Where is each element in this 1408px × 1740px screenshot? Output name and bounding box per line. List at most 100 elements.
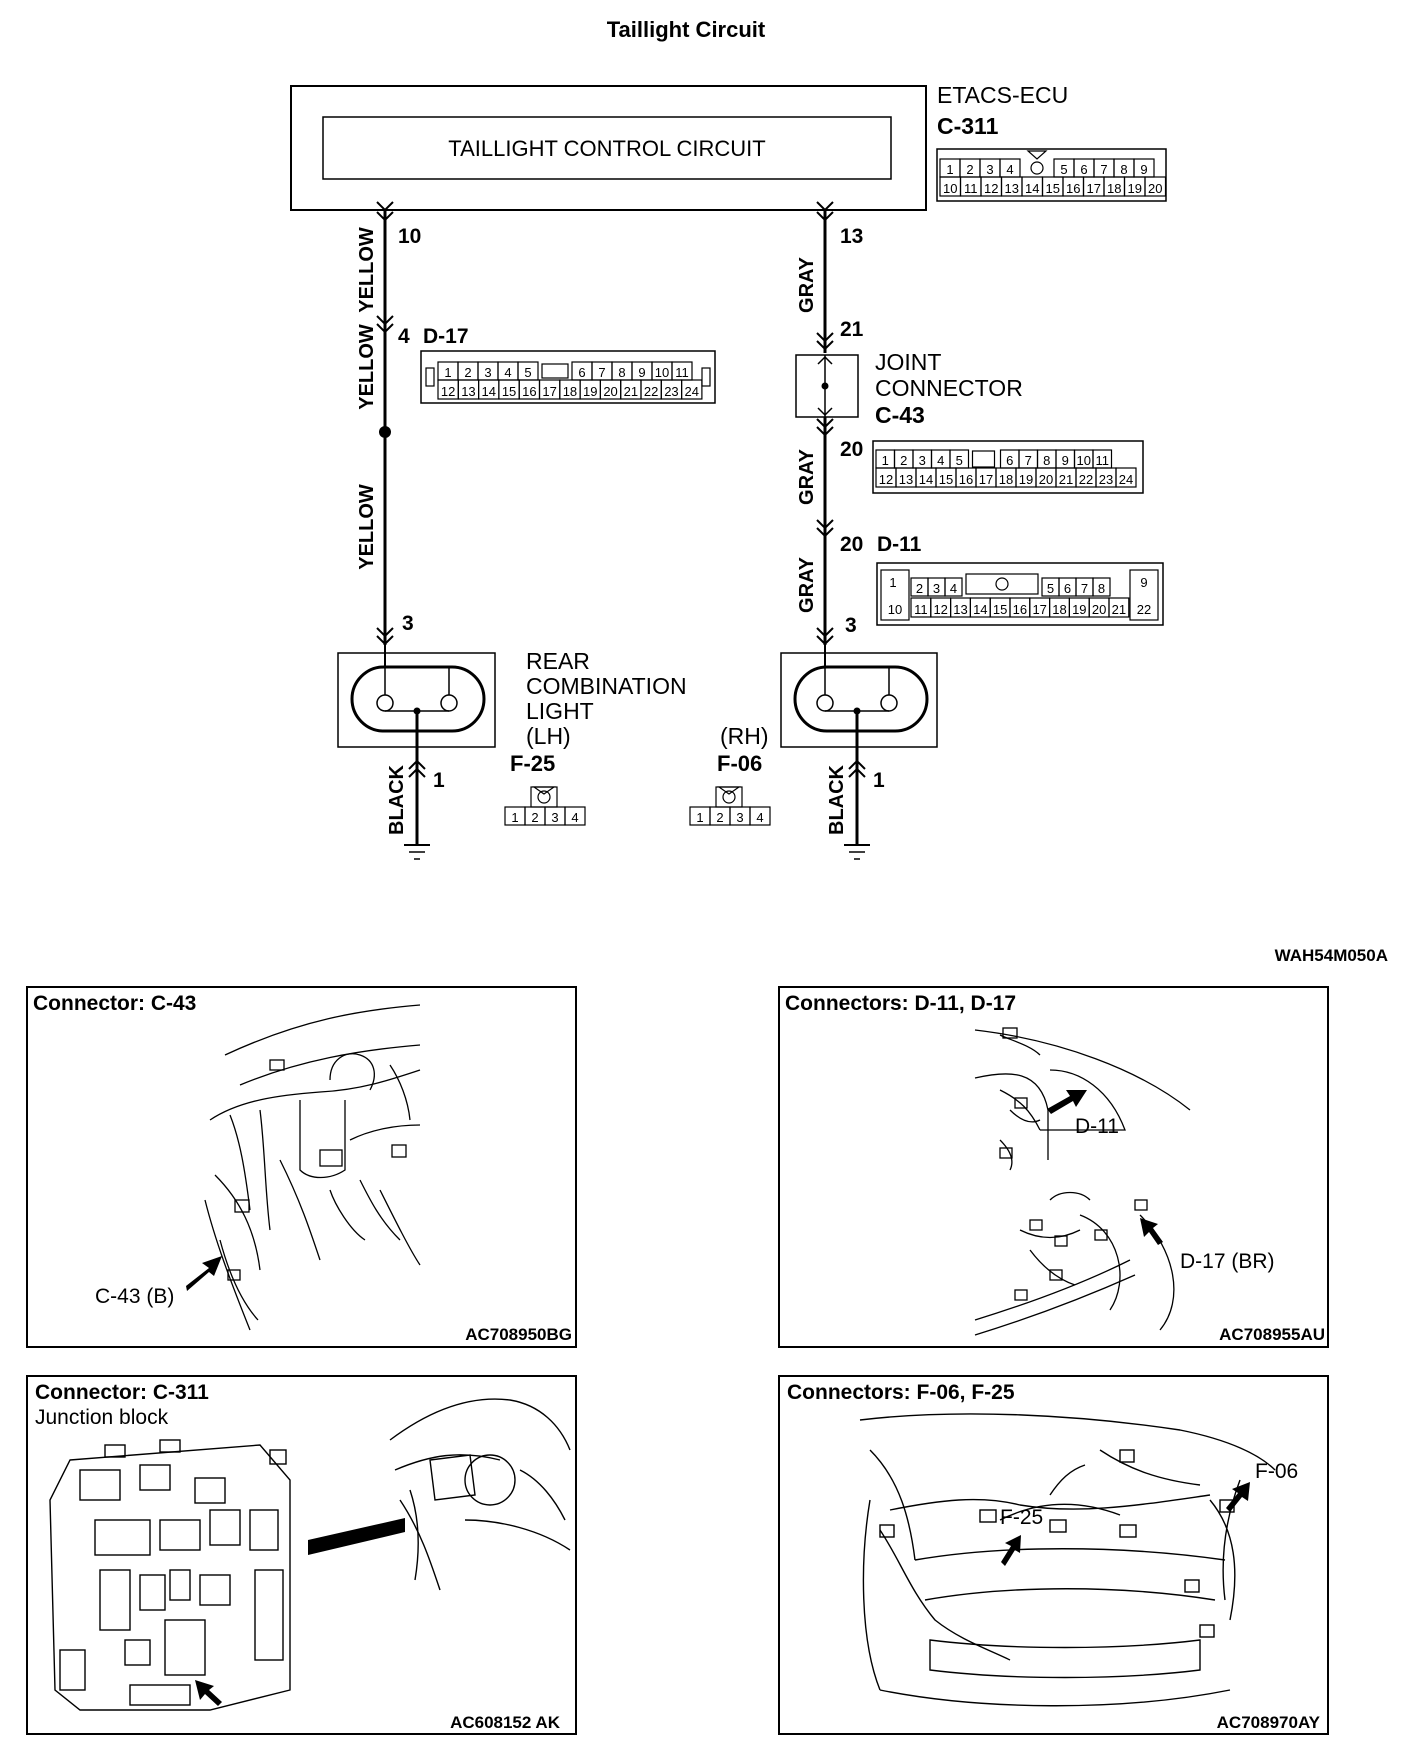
d11-name: D-11 — [877, 533, 922, 556]
pin-number: 12 — [879, 472, 893, 487]
pin-number: 4 — [504, 365, 511, 380]
pin-number: 5 — [524, 365, 531, 380]
panel-f06-title: Connectors: F-06, F-25 — [787, 1381, 1015, 1404]
pin-number: 10 — [943, 181, 957, 196]
pin-number: 1 — [882, 453, 889, 468]
pin-number: 8 — [1098, 581, 1105, 596]
junction-block-illustration — [49, 1398, 571, 1711]
pin-lamp-lh-in: 3 — [402, 612, 414, 635]
panel-d11-code: AC708955AU — [1219, 1325, 1325, 1344]
pin-number: 3 — [551, 810, 558, 825]
pin-number: 1 — [444, 365, 451, 380]
f25-callout: F-25 — [1000, 1506, 1043, 1529]
pin-number: 7 — [1025, 453, 1032, 468]
joint-connector-box — [795, 354, 859, 418]
joint-label-2: CONNECTOR — [875, 375, 1023, 401]
pin-number: 6 — [1006, 453, 1013, 468]
pin-number: 14 — [482, 384, 496, 399]
f25-name: F-25 — [510, 751, 555, 776]
pin-number: 20 — [1039, 472, 1053, 487]
pin-number: 8 — [1043, 453, 1050, 468]
pin-number: 4 — [756, 810, 763, 825]
pin-number: 20 — [1148, 181, 1162, 196]
pin-number: 1 — [511, 810, 518, 825]
lamp-rh — [780, 645, 938, 860]
pin-number: 2 — [531, 810, 538, 825]
pin-number: 14 — [973, 602, 987, 617]
pin-number: 13 — [1005, 181, 1019, 196]
pin-number: 10 — [1077, 453, 1091, 468]
pin-joint-in: 21 — [840, 318, 864, 341]
left-wire-color-2: YELLOW — [356, 324, 378, 410]
d17-name: D-17 — [423, 325, 469, 348]
pin-d11: 20 — [840, 533, 863, 556]
pin-number: 24 — [1119, 472, 1133, 487]
svg-text:22: 22 — [1137, 602, 1151, 617]
pin-cell — [564, 806, 586, 826]
pin-number: 20 — [603, 384, 617, 399]
pin-number: 19 — [1072, 602, 1086, 617]
pin-lamp-rh-in: 3 — [845, 614, 857, 637]
lamp-label-2: COMBINATION — [526, 673, 687, 699]
pin-number: 15 — [939, 472, 953, 487]
pin-number: 9 — [1062, 453, 1069, 468]
panel-c311: Connector: C-311 Junction block — [26, 1375, 577, 1735]
pin-number: 7 — [598, 365, 605, 380]
pin-number: 5 — [1060, 162, 1067, 177]
pin-number: 13 — [899, 472, 913, 487]
lamp-label-1: REAR — [526, 648, 590, 674]
pin-number: 19 — [1019, 472, 1033, 487]
pin-number: 21 — [624, 384, 638, 399]
dashboard-illustration — [204, 1004, 421, 1331]
pin-number: 6 — [1064, 581, 1071, 596]
pin-number: 5 — [956, 453, 963, 468]
left-wire — [376, 201, 394, 646]
etacs-ecu: TAILLIGHT CONTROL CIRCUIT — [290, 85, 927, 211]
panel-c43-code: AC708950BG — [465, 1325, 572, 1344]
pin-number: 16 — [1013, 602, 1027, 617]
pin-number: 14 — [919, 472, 933, 487]
right-wire — [795, 201, 859, 646]
pin-number: 5 — [1047, 581, 1054, 596]
panel-f06-f25: Connectors: F-06, F-25 F-06 — [778, 1375, 1329, 1735]
pin-cell — [1092, 577, 1111, 597]
pin-d17: 4 — [398, 325, 410, 348]
pin-number: 23 — [664, 384, 678, 399]
pin-number: 16 — [1066, 181, 1080, 196]
pin-number: 3 — [484, 365, 491, 380]
pin-number: 3 — [736, 810, 743, 825]
page-title: Taillight Circuit — [607, 17, 766, 42]
lamp-lh-label: (LH) — [526, 723, 571, 749]
pin-number: 15 — [993, 602, 1007, 617]
lh-ground-wire-color: BLACK — [386, 764, 408, 835]
pin-number: 6 — [1080, 162, 1087, 177]
f06-name: F-06 — [717, 751, 762, 776]
pin-number: 1 — [946, 162, 953, 177]
figure-code: WAH54M050A — [1275, 946, 1388, 965]
pin-number: 12 — [933, 602, 947, 617]
lamp-rh-label: (RH) — [720, 723, 769, 749]
pin-number: 2 — [916, 581, 923, 596]
pin-number: 2 — [900, 453, 907, 468]
pin-number: 17 — [542, 384, 556, 399]
pin-number: 23 — [1099, 472, 1113, 487]
pin-number: 2 — [464, 365, 471, 380]
f06-callout: F-06 — [1255, 1460, 1298, 1483]
pin-number: 6 — [578, 365, 585, 380]
pin-number: 11 — [914, 602, 928, 617]
pin-cell — [749, 806, 771, 826]
pin-number: 10 — [655, 365, 669, 380]
pin-number: 11 — [964, 181, 978, 196]
trunk-illustration — [859, 1413, 1276, 1707]
pin-number: 20 — [1092, 602, 1106, 617]
pin-lamp-lh-gnd: 1 — [433, 769, 445, 792]
panel-d11-title: Connectors: D-11, D-17 — [785, 992, 1016, 1015]
pin-cell — [944, 577, 963, 597]
d17-callout: D-17 (BR) — [1180, 1250, 1275, 1273]
panel-f06-code: AC708970AY — [1217, 1713, 1321, 1732]
pin-number: 17 — [1032, 602, 1046, 617]
lamp-lh — [337, 645, 496, 860]
joint-connector-name: C-43 — [875, 402, 925, 428]
